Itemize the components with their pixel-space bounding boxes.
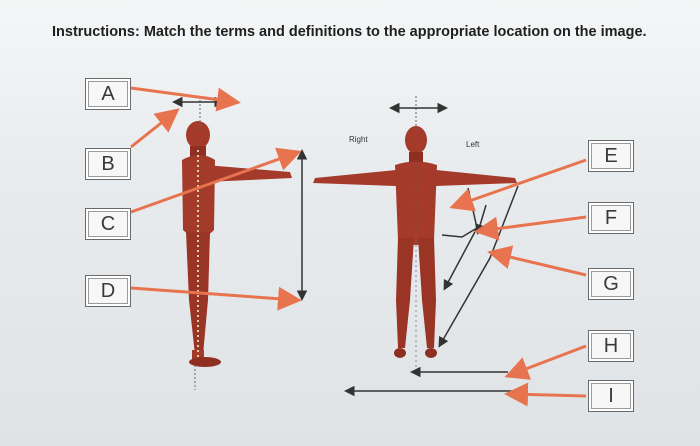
label-box-c[interactable]: C <box>85 208 131 240</box>
label-box-h[interactable]: H <box>588 330 634 362</box>
label-box-g[interactable]: G <box>588 268 634 300</box>
right-side-label: Right <box>349 135 368 144</box>
label-box-f[interactable]: F <box>588 202 634 234</box>
label-box-d[interactable]: D <box>85 275 131 307</box>
label-box-e[interactable]: E <box>588 140 634 172</box>
label-box-b[interactable]: B <box>85 148 131 180</box>
label-box-i[interactable]: I <box>588 380 634 412</box>
left-side-label: Left <box>466 140 480 149</box>
black-arrows <box>172 96 525 397</box>
side-view-body <box>182 121 292 367</box>
front-view-body <box>313 126 517 358</box>
label-arrows <box>130 86 587 407</box>
label-box-a[interactable]: A <box>85 78 131 110</box>
instructions-text: Instructions: Match the terms and defini… <box>52 24 647 40</box>
